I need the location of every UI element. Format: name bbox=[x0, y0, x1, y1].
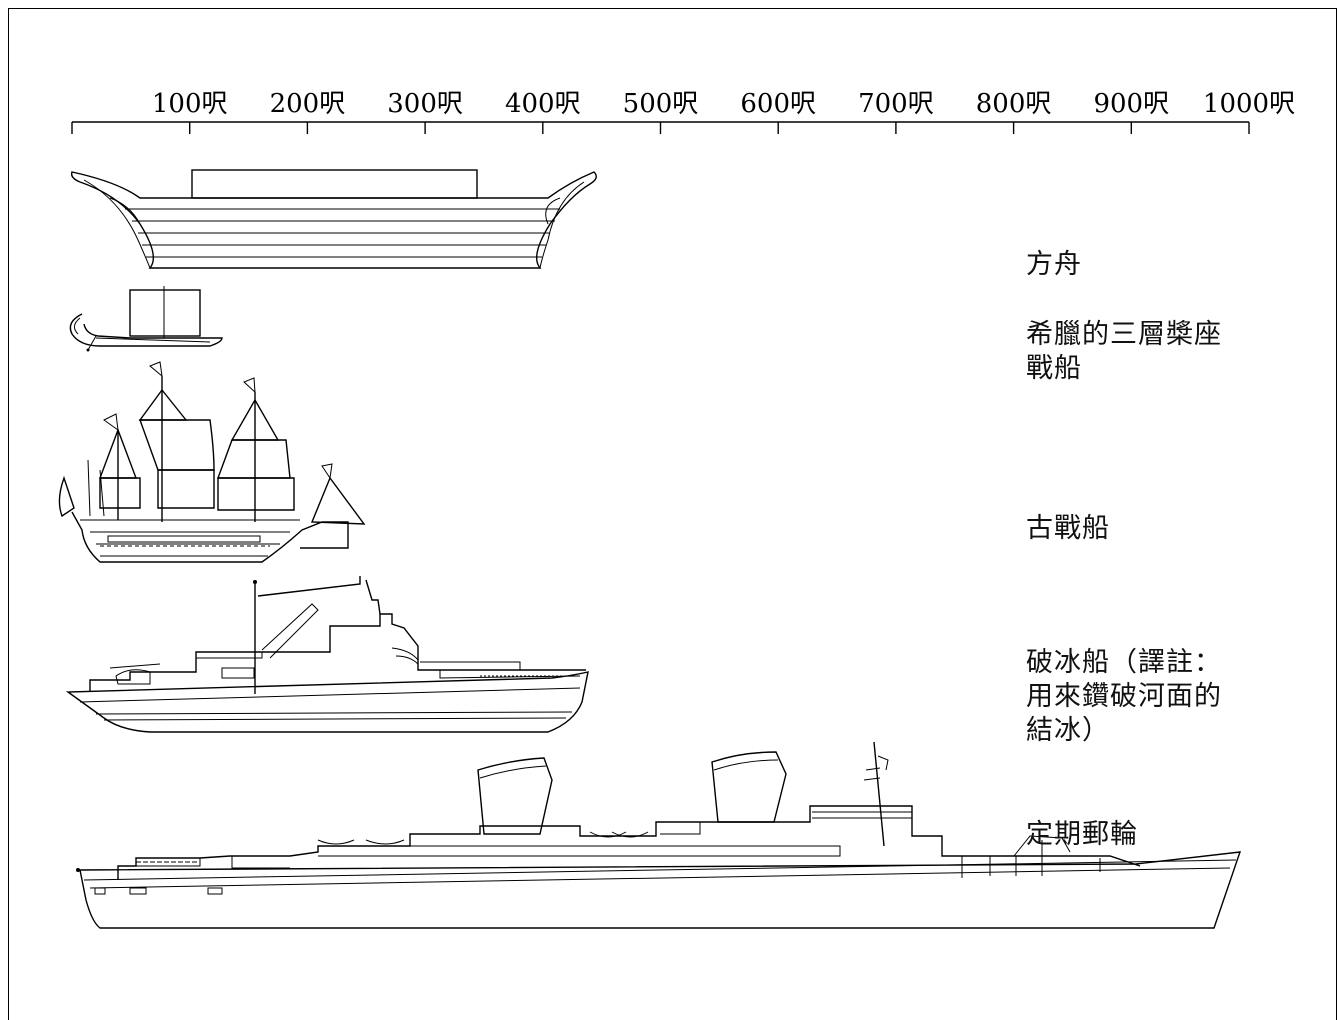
scale-tick-label: 1000呎 bbox=[1203, 89, 1295, 119]
scale-tick-label: 800呎 bbox=[976, 89, 1052, 119]
liner-drawing bbox=[76, 741, 1242, 929]
label-galleon: 古戰船 bbox=[1026, 513, 1110, 544]
scale-ruler: 100呎 200呎 300呎 400呎 500呎 600呎 700呎 800呎 900呎 1000… bbox=[71, 89, 1295, 134]
ark-drawing bbox=[70, 169, 597, 269]
icebreaker-drawing bbox=[65, 576, 589, 733]
label-trireme: 希臘的三層槳座 戰船 bbox=[1026, 319, 1222, 384]
trireme-drawing bbox=[69, 286, 223, 352]
galleon-drawing bbox=[58, 361, 366, 563]
label-icebreaker: 破冰船（譯註： 用來鑽破河面的 結冰） bbox=[1026, 647, 1222, 746]
scale-tick-label: 400呎 bbox=[505, 89, 581, 119]
scale-tick-label: 200呎 bbox=[270, 89, 346, 119]
scale-tick-label: 300呎 bbox=[387, 89, 463, 119]
figure-frame bbox=[8, 8, 1337, 1020]
scale-tick-label: 500呎 bbox=[623, 89, 699, 119]
scale-tick-label: 100呎 bbox=[152, 89, 228, 119]
scale-tick-label: 900呎 bbox=[1093, 89, 1169, 119]
scale-tick-label: 600呎 bbox=[740, 89, 816, 119]
scale-tick-label: 700呎 bbox=[858, 89, 934, 119]
label-liner: 定期郵輪 bbox=[1026, 819, 1138, 850]
label-ark: 方舟 bbox=[1026, 249, 1082, 280]
